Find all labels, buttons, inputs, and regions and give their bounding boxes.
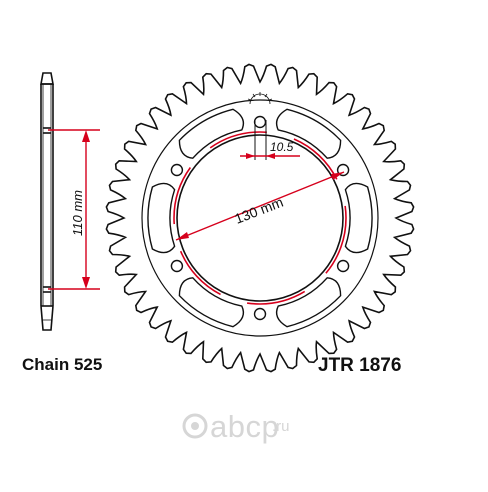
bolt-hole: [253, 115, 267, 129]
watermark-logo-icon: [182, 413, 208, 439]
bolt-hole: [170, 163, 184, 177]
lightening-cutout: [178, 108, 245, 159]
watermark-brand: abcp: [210, 409, 280, 444]
hub-width-label: 110 mm: [70, 190, 85, 236]
lightening-cutouts: [147, 108, 373, 328]
watermark-domain: .ru: [272, 418, 290, 435]
bolt-hole-label: 10.5: [270, 140, 294, 154]
bolt-hole: [170, 259, 184, 273]
lightening-cutout: [275, 108, 342, 159]
sprocket-front-view: [105, 63, 415, 373]
lightening-cutout: [344, 182, 373, 254]
lightening-cutout: [275, 277, 342, 328]
emblem-icon: [247, 92, 273, 105]
side-profile-view: [40, 72, 54, 331]
bolt-hole: [336, 259, 350, 273]
lightening-cutout: [178, 277, 245, 328]
bolt-hole-dimension: 10.5: [240, 120, 300, 160]
hub-width-dimension: 110 mm: [48, 129, 100, 290]
chain-size-label: Chain 525: [22, 355, 103, 374]
pitch-circle: [173, 131, 347, 305]
part-number-label: JTR 1876: [318, 355, 402, 376]
root-inner-ring: [141, 99, 379, 337]
lightening-cutout: [147, 182, 176, 254]
bolt-hole: [253, 307, 267, 321]
center-bore: [176, 134, 344, 302]
